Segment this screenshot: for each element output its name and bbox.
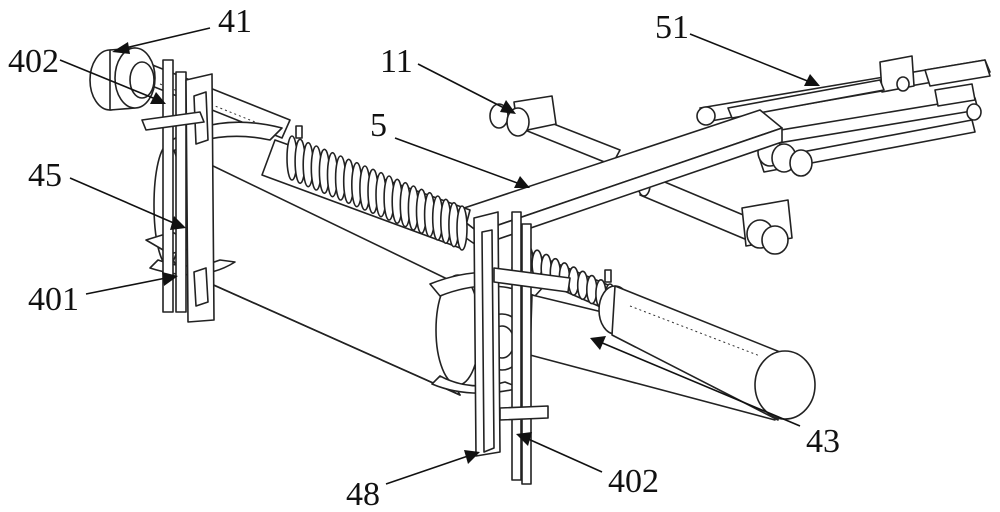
label-11: 11 (380, 43, 413, 80)
label-48: 48 (346, 476, 380, 512)
label-402-bottom: 402 (608, 463, 659, 500)
roller-43 (529, 285, 816, 421)
frame-pins (696, 106, 813, 177)
label-41: 41 (218, 3, 252, 40)
leaders (59, 27, 820, 485)
spring-coil (576, 270, 589, 301)
rail-assembly (699, 55, 991, 173)
label-402-top: 402 (8, 43, 59, 80)
lower-rod-assembly (637, 173, 793, 255)
label-45: 45 (28, 157, 62, 194)
part-labels: 41 402 11 51 5 45 401 43 48 402 (8, 3, 840, 512)
label-43: 43 (806, 423, 840, 460)
label-401: 401 (28, 281, 79, 318)
wheel-41 (89, 47, 156, 111)
spring-coil (456, 205, 468, 251)
left-bracket (141, 59, 215, 323)
label-5: 5 (370, 107, 387, 144)
label-51: 51 (655, 9, 689, 46)
right-bracket (473, 211, 612, 485)
spring-coil (585, 274, 598, 305)
